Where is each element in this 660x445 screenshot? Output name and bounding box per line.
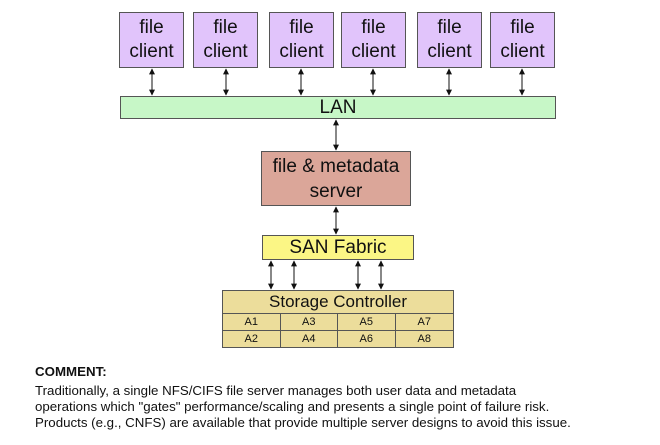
storage-controller: Storage Controller A1 A3 A5 A7 A2 A4 A6 … (222, 290, 454, 348)
client-label-line1: file (139, 17, 164, 38)
file-client-2: file client (193, 12, 258, 68)
san-fabric: SAN Fabric (262, 235, 414, 260)
array-cell: A7 (395, 314, 453, 331)
array-cell: A1 (223, 314, 281, 331)
storage-array-grid: A1 A3 A5 A7 A2 A4 A6 A8 (223, 314, 453, 348)
san-label: SAN Fabric (289, 236, 387, 258)
file-client-6: file client (490, 12, 555, 68)
client-label-line2: client (203, 41, 248, 62)
comment-block: COMMENT: Traditionally, a single NFS/CIF… (35, 364, 571, 431)
file-metadata-server: file & metadata server (261, 151, 411, 206)
file-client-5: file client (417, 12, 482, 68)
array-cell: A4 (281, 331, 338, 348)
client-label-line1: file (213, 17, 238, 38)
file-client-3: file client (269, 12, 334, 68)
file-client-4: file client (341, 12, 406, 68)
comment-heading: COMMENT: (35, 364, 107, 379)
lan-bar: LAN (120, 96, 556, 119)
file-client-1: file client (119, 12, 184, 68)
array-cell: A3 (280, 314, 338, 331)
client-label-line2: client (279, 41, 324, 62)
client-label-line2: client (129, 41, 174, 62)
client-label-line2: client (351, 41, 396, 62)
comment-line: operations which "gates" performance/sca… (35, 399, 550, 414)
client-label-line1: file (437, 17, 462, 38)
comment-line: Traditionally, a single NFS/CIFS file se… (35, 383, 517, 398)
server-label-line1: file & metadata (272, 155, 400, 177)
client-label-line1: file (361, 17, 386, 38)
server-label-line2: server (309, 180, 363, 202)
array-cell: A2 (223, 331, 281, 348)
comment-line: Products (e.g., CNFS) are available that… (35, 415, 571, 430)
client-label-line2: client (427, 41, 472, 62)
client-label-line1: file (289, 17, 314, 38)
client-label-line1: file (510, 17, 535, 38)
storage-title: Storage Controller (223, 291, 453, 314)
array-cell: A5 (338, 314, 396, 331)
array-cell: A6 (338, 331, 396, 348)
lan-label: LAN (319, 96, 357, 118)
client-label-line2: client (500, 41, 545, 62)
array-cell: A8 (417, 333, 431, 345)
